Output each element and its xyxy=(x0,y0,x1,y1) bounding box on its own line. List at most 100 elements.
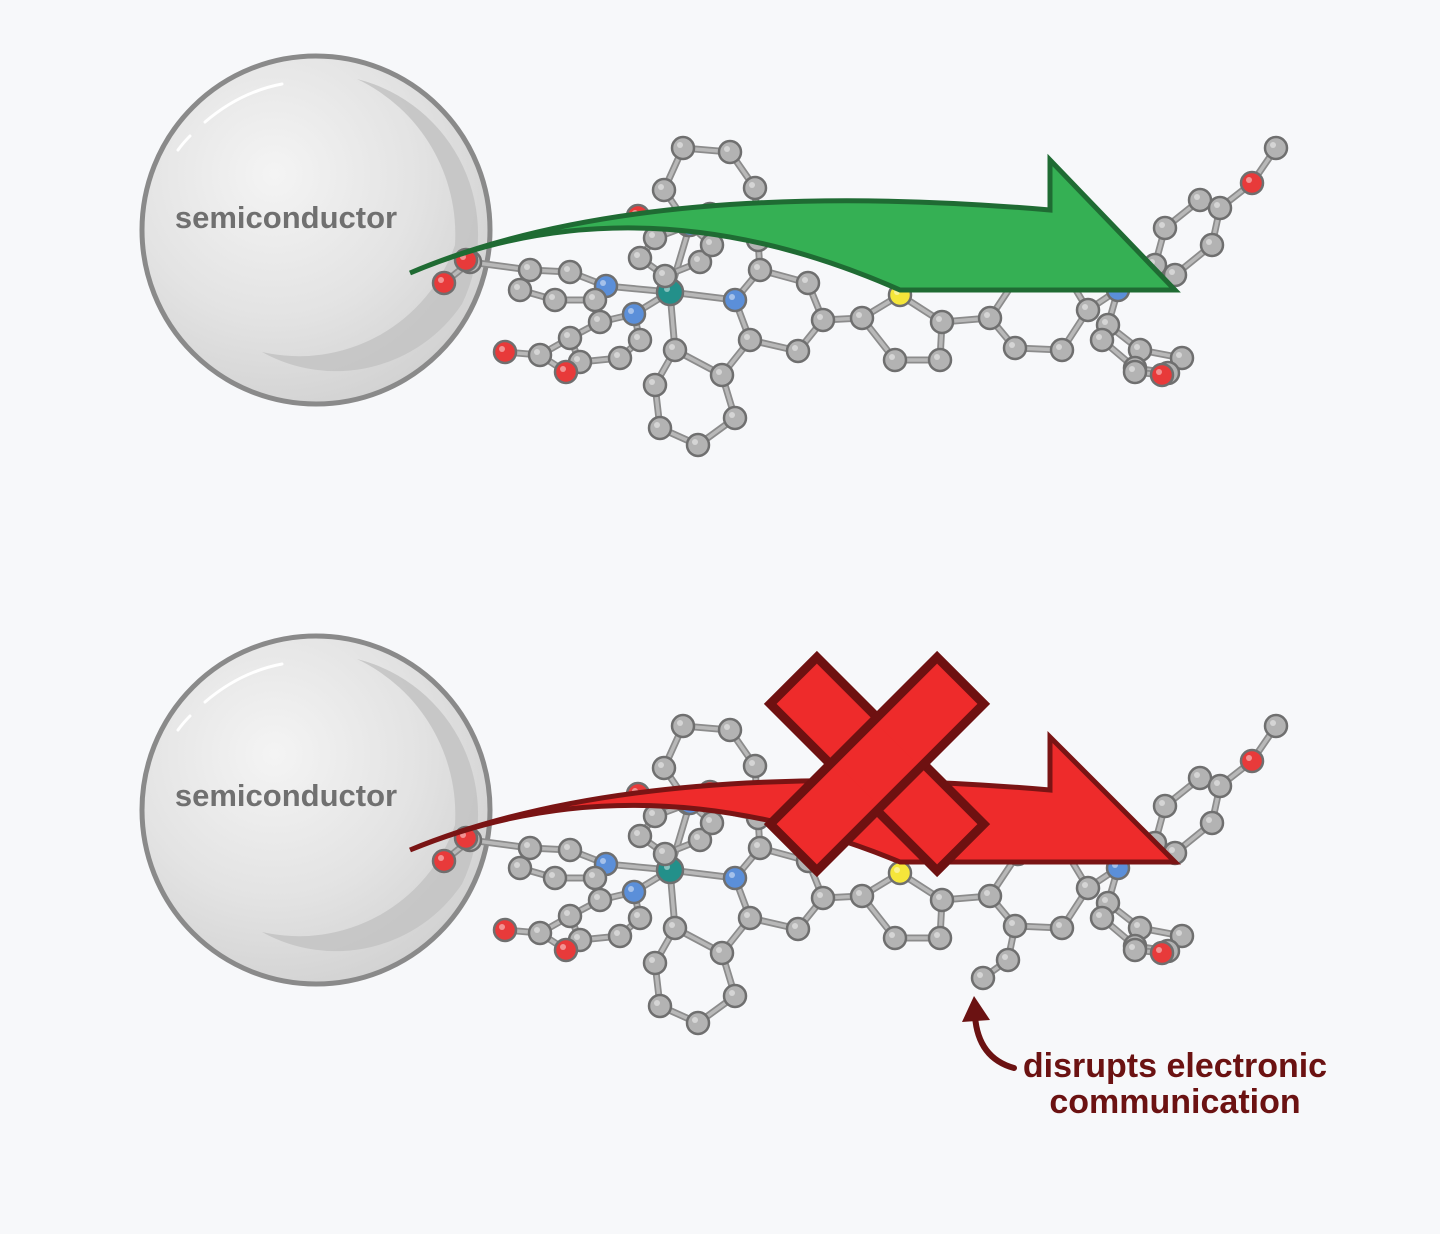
carbon-atom xyxy=(627,245,653,271)
atom-highlight xyxy=(802,277,808,283)
atom-highlight xyxy=(1156,369,1162,375)
carbon-atom xyxy=(662,337,688,363)
carbon-atom xyxy=(927,925,953,951)
atom-highlight xyxy=(706,239,712,245)
oxygen-atom xyxy=(1239,170,1265,196)
atom-highlight xyxy=(694,834,700,840)
atom-highlight xyxy=(499,346,505,352)
atom-highlight xyxy=(589,872,595,878)
carbon-atom xyxy=(1075,875,1101,901)
carbon-atom xyxy=(995,947,1021,973)
carbon-atom xyxy=(785,916,811,942)
atom-highlight xyxy=(1206,817,1212,823)
nitrogen-atom xyxy=(621,301,647,327)
carbon-atom xyxy=(542,865,568,891)
carbon-atom xyxy=(647,993,673,1019)
atom-highlight xyxy=(729,990,735,996)
curved-arrow-icon xyxy=(972,1013,1017,1071)
atom-highlight xyxy=(694,256,700,262)
atom-highlight xyxy=(744,334,750,340)
atom-highlight xyxy=(792,923,798,929)
atom-highlight xyxy=(1102,897,1108,903)
oxygen-atom xyxy=(553,359,579,385)
carbon-atom xyxy=(747,257,773,283)
carbon-atom xyxy=(1122,937,1148,963)
atom-highlight xyxy=(574,356,580,362)
atom-highlight xyxy=(669,344,675,350)
carbon-atom xyxy=(709,362,735,388)
atom-highlight xyxy=(729,872,735,878)
carbon-atom xyxy=(1152,215,1178,241)
atom-highlight xyxy=(934,354,940,360)
carbon-atom xyxy=(607,345,633,371)
atom-highlight xyxy=(564,332,570,338)
atom-highlight xyxy=(934,932,940,938)
carbon-atom xyxy=(687,249,713,275)
atom-highlight xyxy=(574,934,580,940)
atom-highlight xyxy=(1096,334,1102,340)
oxygen-atom xyxy=(553,937,579,963)
atom-highlight xyxy=(658,762,664,768)
atom-highlight xyxy=(984,312,990,318)
carbon-atom xyxy=(849,883,875,909)
carbon-atom xyxy=(582,287,608,313)
curved-arrow-head xyxy=(962,996,990,1022)
atom-highlight xyxy=(499,924,505,930)
carbon-atom xyxy=(737,905,763,931)
atom-highlight xyxy=(634,334,640,340)
carbon-atom xyxy=(642,950,668,976)
atom-highlight xyxy=(1169,269,1175,275)
carbon-atom xyxy=(927,347,953,373)
atom-highlight xyxy=(534,349,540,355)
atom-highlight xyxy=(634,830,640,836)
atom-highlight xyxy=(600,280,606,286)
carbon-atom xyxy=(882,925,908,951)
carbon-atom xyxy=(1075,297,1101,323)
atom-highlight xyxy=(649,957,655,963)
atom-highlight xyxy=(1009,342,1015,348)
atom-highlight xyxy=(1214,780,1220,786)
carbon-atom xyxy=(1089,905,1115,931)
carbon-atom xyxy=(737,327,763,353)
atom-highlight xyxy=(754,264,760,270)
atom-highlight xyxy=(1129,366,1135,372)
atom-highlight xyxy=(1194,772,1200,778)
atom-highlight xyxy=(649,232,655,238)
atom-highlight xyxy=(564,910,570,916)
atom-highlight xyxy=(1176,352,1182,358)
atom-highlight xyxy=(1159,222,1165,228)
carbon-atom xyxy=(582,865,608,891)
carbon-atom xyxy=(810,885,836,911)
atom-highlight xyxy=(534,927,540,933)
atom-highlight xyxy=(654,422,660,428)
oxygen-atom xyxy=(431,270,457,296)
oxygen-atom xyxy=(492,917,518,943)
nitrogen-atom xyxy=(722,287,748,313)
carbon-atom xyxy=(627,905,653,931)
carbon-atom xyxy=(1207,195,1233,221)
atom-highlight xyxy=(1246,755,1252,761)
atom-highlight xyxy=(1002,954,1008,960)
carbon-atom xyxy=(670,135,696,161)
carbon-atom xyxy=(687,827,713,853)
semiconductor-sphere xyxy=(139,53,493,407)
x-cross-icon xyxy=(763,650,991,878)
carbon-atom xyxy=(1089,327,1115,353)
atom-highlight xyxy=(724,724,730,730)
atom-highlight xyxy=(634,912,640,918)
atom-highlight xyxy=(659,848,665,854)
atom-highlight xyxy=(889,354,895,360)
atom-highlight xyxy=(817,314,823,320)
carbon-atom xyxy=(977,305,1003,331)
atom-highlight xyxy=(749,760,755,766)
carbon-atom xyxy=(1169,345,1195,371)
atom-highlight xyxy=(817,892,823,898)
atom-highlight xyxy=(560,366,566,372)
carbon-atom xyxy=(587,887,613,913)
atom-highlight xyxy=(724,146,730,152)
carbon-atom xyxy=(1002,335,1028,361)
carbon-atom xyxy=(1199,232,1225,258)
carbon-atom xyxy=(652,263,678,289)
atom-highlight xyxy=(716,369,722,375)
